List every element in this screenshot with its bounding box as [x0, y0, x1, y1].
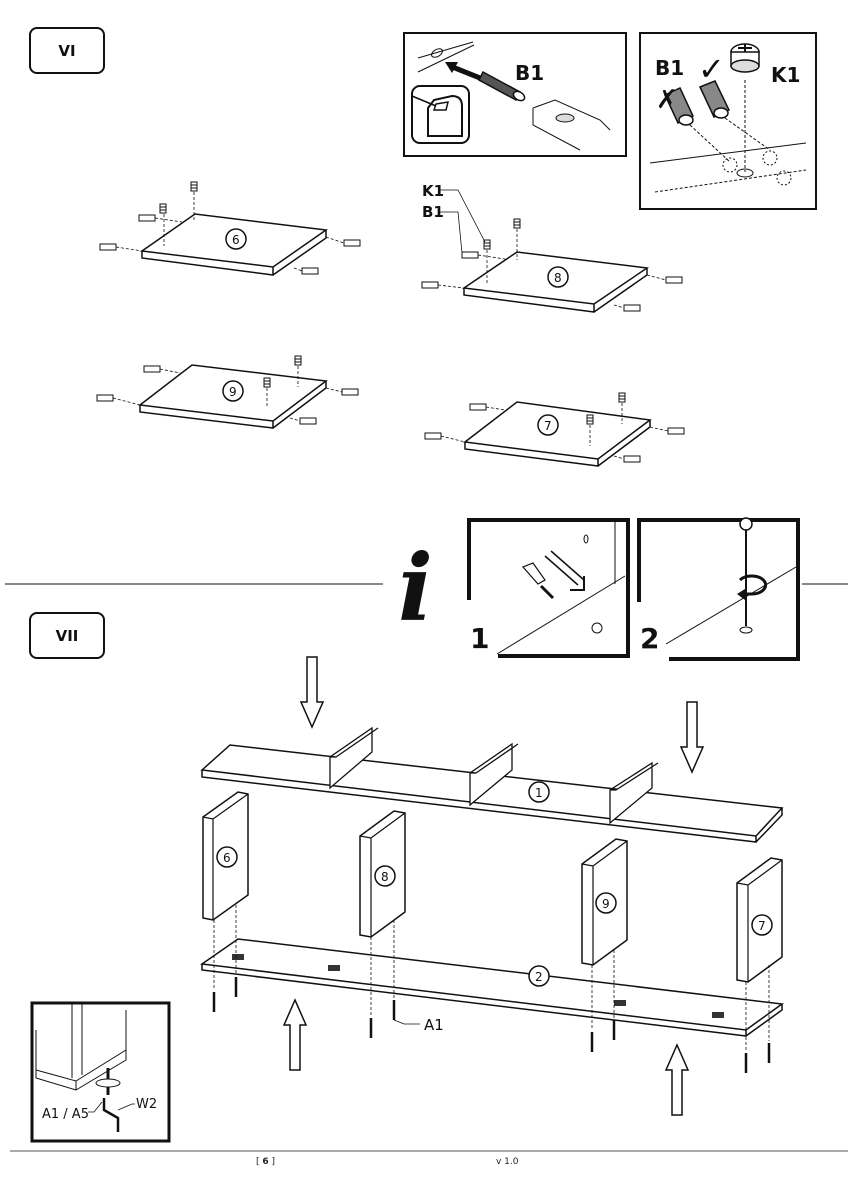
- side-panel-8: 8: [359, 810, 406, 938]
- wrench-w2-icon: [102, 1098, 120, 1132]
- callout-k1: K1: [422, 182, 444, 200]
- side-panel-8-number: 8: [381, 870, 389, 884]
- info-detail: i 1 2: [398, 517, 800, 661]
- panel-6-number: 6: [232, 233, 240, 247]
- step-vii-label: VII: [55, 626, 79, 645]
- side-panel-7: 7: [736, 857, 783, 983]
- info-step-1: 1: [470, 622, 489, 655]
- leveler-label-a1-a5: A1 / A5: [42, 1107, 89, 1122]
- bottom-panel-2: 2: [199, 938, 784, 1037]
- screws: [212, 977, 771, 1073]
- shelf-panel-7: 7: [424, 392, 685, 467]
- bottom-panel-number: 2: [535, 970, 543, 984]
- version-label: v 1.0: [496, 1157, 519, 1167]
- leveler-detail: A1 / A5 W2: [30, 1001, 171, 1143]
- info-icon: i: [398, 534, 433, 642]
- step-vii-badge: VII: [29, 612, 105, 659]
- down-arrow-icon: [299, 656, 325, 729]
- dowel-insert-part-label: B1: [515, 61, 544, 85]
- cross-mark-icon: ✗: [656, 85, 678, 115]
- shelf-panel-8: 8 K1 B1: [421, 182, 683, 313]
- page-number-prefix: [: [256, 1157, 263, 1167]
- side-panel-6: 6: [202, 791, 249, 921]
- right-part-label: K1: [771, 63, 800, 87]
- cam-lock-k1-icon: [730, 43, 760, 73]
- panel-7-number: 7: [544, 419, 552, 433]
- glue-icon: [411, 85, 470, 144]
- info-step-2: 2: [640, 622, 659, 655]
- side-panel-6-number: 6: [223, 851, 231, 865]
- up-arrow-icon: [664, 1043, 690, 1116]
- step-vi-badge: VI: [29, 27, 105, 74]
- callout-a1: A1: [424, 1016, 444, 1034]
- side-panel-9: 9: [581, 838, 628, 966]
- down-arrow-icon: [679, 701, 705, 774]
- page-number: [ 6 ]: [256, 1157, 275, 1167]
- up-arrow-icon: [282, 998, 308, 1071]
- shelf-panel-9: 9: [96, 355, 359, 429]
- side-panel-7-number: 7: [758, 919, 766, 933]
- side-panel-9-number: 9: [602, 897, 610, 911]
- leveler-label-w2: W2: [136, 1097, 157, 1112]
- rotate-arrow-icon: [738, 574, 768, 596]
- cam-tool-icon: [521, 562, 546, 585]
- shelf-panel-6: 6: [99, 181, 361, 276]
- dowel-insert-detail: B1: [403, 32, 627, 157]
- dowel-b1-icon: [478, 70, 526, 102]
- page-number-suffix: ]: [268, 1157, 276, 1167]
- dowel-vs-cam-detail: B1 K1 ✓ ✗: [639, 32, 817, 210]
- top-panel-number: 1: [535, 786, 543, 800]
- step-vi-label: VI: [58, 41, 76, 60]
- wrong-part-label: B1: [655, 56, 684, 80]
- callout-b1: B1: [422, 203, 444, 221]
- panel-8-number: 8: [554, 271, 562, 285]
- page-number-value: 6: [262, 1157, 269, 1167]
- top-panel-1: 1: [200, 726, 784, 843]
- panel-9-number: 9: [229, 385, 237, 399]
